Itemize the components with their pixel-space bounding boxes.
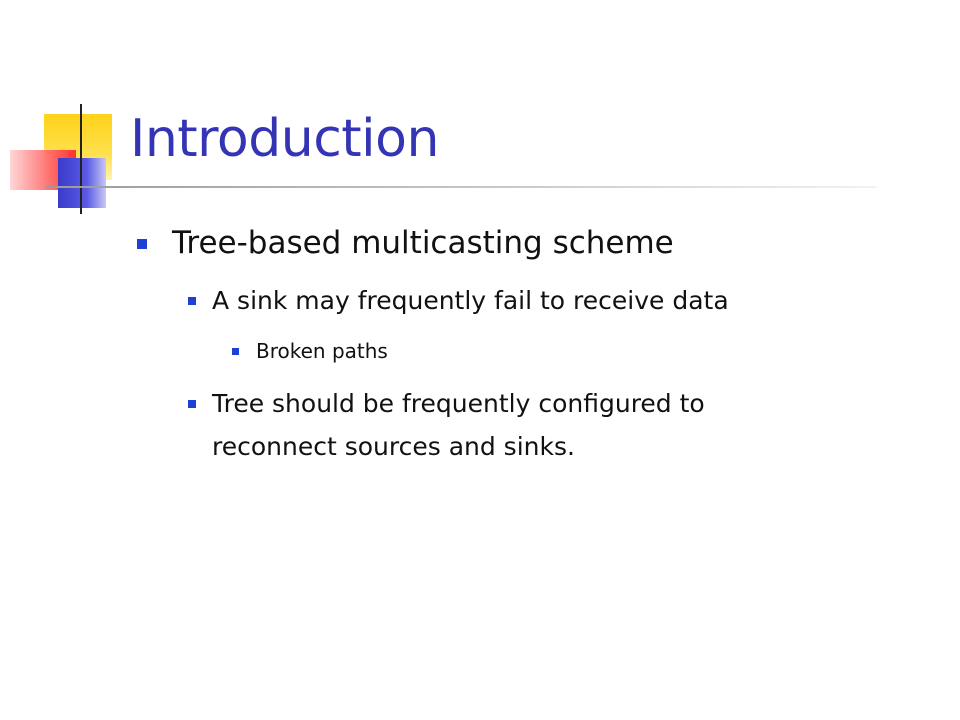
logo-vertical-line xyxy=(80,104,82,214)
bullet-text-level2: A sink may frequently fail to receive da… xyxy=(212,286,729,315)
corner-logo-icon xyxy=(0,90,140,230)
logo-blue-square xyxy=(58,158,106,208)
bullet-text-level2: Tree should be frequently configured to xyxy=(212,389,705,418)
slide-title: Introduction xyxy=(130,109,439,169)
bullet-marker xyxy=(137,239,147,249)
title-underline xyxy=(46,186,876,188)
bullet-marker xyxy=(188,400,196,408)
bullet-text-level2-continuation: reconnect sources and sinks. xyxy=(212,432,575,461)
bullet-marker xyxy=(188,297,196,305)
bullet-marker xyxy=(232,348,239,355)
bullet-text-level3: Broken paths xyxy=(256,339,388,363)
bullet-text-level1: Tree-based multicasting scheme xyxy=(172,225,674,261)
